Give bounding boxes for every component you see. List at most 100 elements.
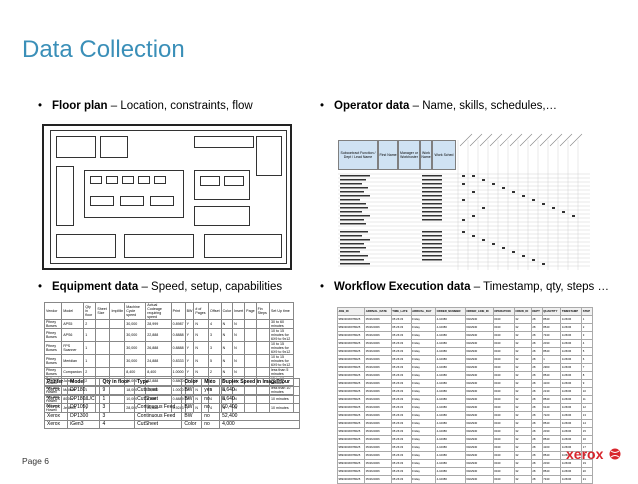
table-cell: 05/26/2006 (364, 395, 392, 404)
table-cell: 4,000 (219, 420, 300, 430)
operator-grid-header: Work Sched (432, 140, 456, 170)
table-cell: 7340 (541, 475, 562, 484)
table-cell: 1/26/06 (560, 371, 583, 380)
operator-grid-header: Work Name (420, 140, 432, 170)
table-cell (95, 341, 111, 355)
table-cell: 28 (530, 419, 543, 428)
table-cell: Pitney Bowes (43, 341, 63, 355)
table-cell: 0040 (492, 459, 515, 468)
table-cell: 4 (581, 339, 593, 348)
table-cell: 10 (581, 387, 593, 396)
table-cell: 32 (513, 475, 532, 484)
column-header: Offset (208, 302, 222, 320)
table-cell: 4-10086 (435, 467, 466, 476)
table-cell: 8540 (541, 323, 562, 332)
table-cell: 3 (208, 328, 222, 342)
table-cell: CutSheet (134, 420, 183, 430)
table-cell: 32 (513, 323, 532, 332)
table-cell: DP1050 (67, 403, 101, 413)
table-cell: 8,640 (219, 394, 300, 405)
table-cell: 28 (530, 371, 543, 380)
table-cell: 05:26:33 (390, 451, 412, 460)
table-cell: 30,000 (124, 341, 147, 355)
table-cell: 05:26:33 (390, 315, 412, 324)
table-cell: 9 (581, 379, 593, 388)
table-cell: 28,999 (145, 319, 172, 329)
operator-grid-header: Subcontract Function / Dept / Lead Name (338, 140, 378, 170)
table-cell: 6022930 (464, 339, 494, 348)
floor-plan-zone (84, 170, 184, 218)
table-cell: N (193, 354, 210, 368)
table-cell: 26,888 (145, 341, 172, 355)
table-cell: 8540 (541, 419, 562, 428)
table-cell: 7340 (541, 331, 562, 340)
bullet-glyph: • (38, 100, 43, 112)
table-cell: 0.8333 (170, 354, 186, 368)
floor-plan-machine (122, 176, 134, 184)
table-cell (255, 319, 271, 329)
table-cell: N (232, 367, 246, 377)
bullet-glyph: • (320, 281, 325, 293)
table-cell: 4-10086 (435, 451, 466, 460)
table-cell: 7220 (541, 411, 562, 420)
table-cell: 4-10086 (435, 371, 466, 380)
table-cell: 98933030978025 (336, 411, 366, 420)
bullet-rest-text: – Name, skills, schedules,… (409, 100, 558, 112)
table-cell (255, 354, 271, 368)
table-cell: Friday (410, 331, 437, 340)
floor-plan-room (204, 234, 282, 258)
table-cell: Y (184, 354, 195, 368)
table-cell: 0040 (492, 443, 515, 452)
column-header: # of Pages (193, 302, 210, 320)
table-cell: 32 (513, 371, 532, 380)
column-header: ORDER_LINE_ID (464, 307, 494, 316)
table-cell: 4-10086 (435, 403, 466, 412)
table-cell: 4-10086 (435, 323, 466, 332)
table-cell: 6022930 (464, 387, 494, 396)
table-cell: 8540 (541, 395, 562, 404)
table-cell: 14 (581, 419, 593, 428)
table-cell: DP1300 (67, 411, 101, 422)
operator-grid-header: First Name (378, 140, 398, 170)
table-cell: N (220, 341, 234, 355)
table-cell: 98933030978025 (336, 339, 366, 348)
table-cell: 05/26/2006 (364, 411, 392, 420)
table-cell: 4 (99, 420, 136, 430)
table-cell: 05:26:33 (390, 419, 412, 428)
bullet-bold-text: Operator data (334, 100, 410, 112)
column-header: ORDER_NUMBER (435, 307, 466, 316)
table-cell: Meridian (61, 354, 85, 368)
floor-plan-room (100, 136, 128, 158)
table-cell: BW (181, 394, 203, 405)
table-cell: 98933030978025 (336, 443, 366, 452)
table-cell: 28 (530, 379, 543, 388)
table-cell: 2 (581, 323, 593, 332)
table-cell: 32 (513, 459, 532, 468)
floor-plan-wall (50, 263, 286, 264)
table-cell: 28 (530, 403, 543, 412)
table-header-row: JOB_ID ARRIVAL_DATE TIME_LATE ARRIVAL_DA… (336, 307, 593, 316)
table-cell: Y (184, 328, 195, 342)
table-cell: 32 (513, 331, 532, 340)
table-cell: 6 (581, 355, 593, 364)
table-cell: DP180 (67, 386, 101, 396)
table-cell: 30 to 60 minutes (269, 319, 294, 329)
bullet-glyph: • (320, 100, 325, 112)
table-cell: 05:26:33 (390, 435, 412, 444)
table-cell: 05:26:33 (390, 331, 412, 340)
floor-plan-machine (150, 196, 174, 206)
table-cell: BW (181, 403, 203, 413)
table-cell: 6022930 (464, 427, 494, 436)
workflow-execution-table: JOB_ID ARRIVAL_DATE TIME_LATE ARRIVAL_DA… (336, 307, 593, 484)
table-cell: Cutsheet (134, 386, 183, 396)
